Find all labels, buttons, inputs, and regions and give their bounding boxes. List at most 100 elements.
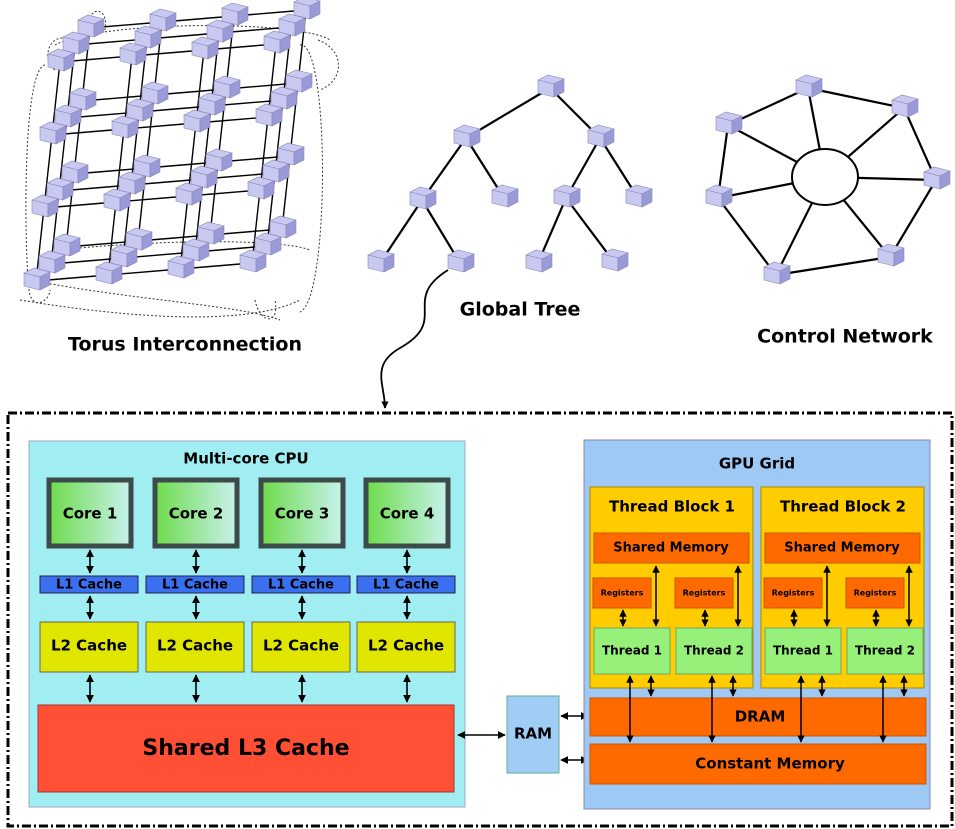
shared-memory-label: Shared Memory [784, 541, 900, 556]
l2-cache [39, 621, 139, 673]
control-node [715, 111, 743, 135]
torus-node [134, 25, 162, 49]
torus-node [38, 250, 66, 274]
l2-cache-label: L2 Cache [263, 637, 339, 655]
control-node [705, 184, 733, 208]
constant-memory-label: Constant Memory [695, 755, 845, 773]
torus-node [285, 69, 313, 93]
l1-cache [356, 575, 456, 594]
torus-node [62, 31, 90, 55]
torus-node [293, 0, 321, 20]
tree-node [625, 184, 653, 208]
core-box [363, 477, 451, 549]
shared-memory [764, 532, 921, 564]
torus-node [23, 267, 51, 291]
tree-node [601, 248, 629, 272]
torus-node [190, 165, 218, 189]
tree-node [553, 184, 581, 208]
torus-node [103, 188, 131, 212]
torus-node [206, 19, 234, 43]
torus-wraparound-link [254, 299, 277, 320]
torus-node [182, 238, 210, 262]
torus-node [213, 75, 241, 99]
control-ring-link [775, 255, 891, 277]
control-nodes [705, 74, 951, 285]
tree-to-node-arrow [380, 269, 449, 409]
torus-network [19, 0, 339, 321]
tree-node [525, 249, 553, 273]
control-node [763, 261, 791, 285]
torus-node [205, 148, 233, 172]
l2-cache [251, 621, 351, 673]
tree-link [565, 197, 615, 263]
tree-links [379, 87, 639, 264]
torus-node [110, 244, 138, 268]
torus-node [167, 255, 195, 279]
tree-node [409, 186, 437, 210]
thread-block-title: Thread Block 1 [609, 498, 735, 516]
torus-wraparound-link [29, 279, 281, 321]
tree-node [491, 184, 519, 208]
torus-node [263, 30, 291, 54]
torus-node [53, 233, 81, 257]
registers-label: Registers [854, 589, 897, 598]
control-network [705, 74, 951, 285]
thread [593, 627, 671, 675]
control-ring-link [717, 197, 777, 276]
control-ring-link [807, 86, 905, 110]
torus-node [149, 8, 177, 32]
torus-node [46, 177, 74, 201]
torus-node [69, 87, 97, 111]
l2-cache [145, 621, 245, 673]
torus-node [47, 48, 75, 72]
torus-node [141, 81, 169, 105]
l1-cache [39, 575, 139, 594]
control-node [923, 166, 951, 190]
gpu-memory-arrows [619, 565, 913, 743]
l2-cache-label: L2 Cache [368, 637, 444, 655]
torus-node [197, 221, 225, 245]
torus-node [77, 14, 105, 38]
compute-node-frame [6, 411, 954, 828]
dram-block [589, 697, 927, 737]
torus-node [198, 92, 226, 116]
l3-cache [37, 704, 455, 793]
registers [845, 577, 905, 609]
l3-cache-label: Shared L3 Cache [142, 736, 349, 761]
registers-label: Registers [683, 589, 726, 598]
torus-node [31, 194, 59, 218]
l1-cache-label: L1 Cache [373, 578, 439, 593]
global-tree-network [367, 74, 653, 273]
tree-node [453, 124, 481, 148]
thread [764, 627, 842, 675]
torus-node [278, 13, 306, 37]
l1-cache [251, 575, 351, 594]
l2-cache-label: L2 Cache [157, 637, 233, 655]
thread-label: Thread 2 [684, 644, 744, 658]
control-hub [791, 148, 859, 206]
torus-wraparound-link [19, 299, 301, 318]
torus-node [61, 160, 89, 184]
l2-cache [356, 621, 456, 673]
l1-cache [145, 575, 245, 594]
core-box [258, 477, 346, 549]
torus-node [119, 42, 147, 66]
thread-label: Thread 1 [602, 644, 662, 658]
registers-label: Registers [772, 589, 815, 598]
torus-node [221, 2, 249, 26]
core-box [152, 477, 240, 549]
ram-label: RAM [514, 725, 552, 743]
control-node [891, 94, 919, 118]
torus-node [175, 182, 203, 206]
thread-label: Thread 2 [855, 644, 915, 658]
dram-label: DRAM [735, 708, 786, 726]
torus-node [133, 154, 161, 178]
torus-node [39, 121, 67, 145]
control-ring-link [902, 107, 938, 181]
thread-block-title: Thread Block 2 [780, 498, 906, 516]
